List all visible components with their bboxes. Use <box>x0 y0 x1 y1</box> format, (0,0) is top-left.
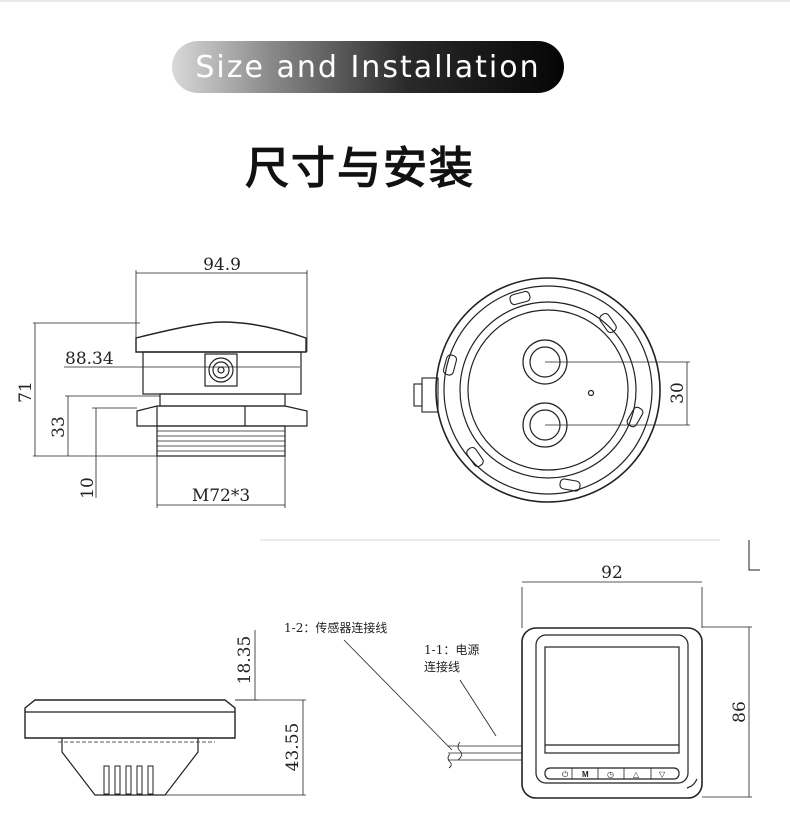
top-divider <box>0 0 790 2</box>
callout-sensor-cable: 1-2：传感器连接线 <box>284 620 387 635</box>
power-button-icon: ⏻ <box>562 770 569 779</box>
dim-lower-height: 33 <box>49 416 69 438</box>
dim-total-height: 71 <box>16 381 36 403</box>
dim-thread-spec: M72*3 <box>192 486 250 506</box>
mode-button-icon: M <box>582 770 589 779</box>
sensor-top-view: 30 <box>413 277 690 503</box>
callout-power-cable-line1: 1-1：电源 <box>424 643 479 657</box>
dim-width: 94.9 <box>203 255 241 275</box>
down-button-icon: ▽ <box>659 770 666 779</box>
page-title: 尺寸与安装 <box>245 143 475 194</box>
callout-power-cable-line2: 连接线 <box>424 659 460 674</box>
dim-display-height: 43.55 <box>283 723 303 772</box>
display-front-view: ⏻ M ◷ △ ▽ 92 86 1-2：传感器连接线 1-1：电源 连接线 <box>284 563 752 799</box>
clock-button-icon: ◷ <box>607 770 614 779</box>
dim-display-front-height: 86 <box>730 701 750 723</box>
sensor-side-view: 94.9 88.34 71 33 10 M72*3 <box>16 255 308 508</box>
display-side-view: 18.35 43.55 <box>24 630 306 796</box>
dim-sensor-spacing: 30 <box>668 382 688 404</box>
dim-display-width: 92 <box>601 563 623 583</box>
dim-body-width: 88.34 <box>65 349 114 369</box>
section-banner: Size and Installation <box>172 41 564 93</box>
banner-label: Size and Installation <box>195 49 541 85</box>
up-button-icon: △ <box>633 770 640 779</box>
dim-thread-height: 10 <box>78 477 98 499</box>
dim-top-height: 18.35 <box>235 636 255 685</box>
